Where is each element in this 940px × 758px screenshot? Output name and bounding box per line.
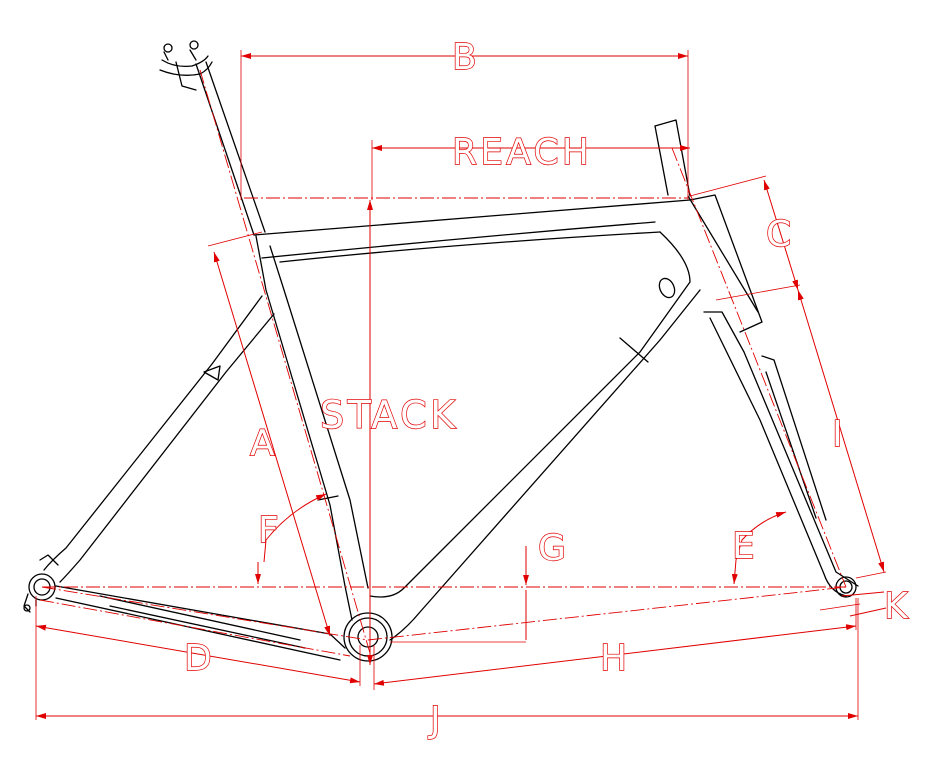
top-tube: [253, 199, 691, 263]
dimension-labels: B REACH STACK A C I F E G D H J K: [183, 36, 909, 741]
label-f: F: [258, 510, 280, 551]
label-j: J: [428, 700, 442, 741]
frame-outline: [23, 40, 859, 662]
label-reach: REACH: [452, 132, 590, 173]
label-b: B: [452, 37, 478, 78]
label-c: C: [766, 214, 792, 255]
label-i: I: [832, 414, 844, 455]
seat-stay: [43, 295, 275, 583]
center-lines: [39, 69, 847, 661]
label-h: H: [600, 638, 628, 679]
label-g: G: [538, 528, 567, 569]
label-k: K: [884, 586, 909, 627]
label-a: A: [250, 423, 276, 464]
head-tube: [654, 119, 763, 333]
dimensions: [35, 50, 887, 720]
label-stack: STACK: [320, 393, 456, 437]
rear-dropout: [23, 554, 59, 613]
seatpost: [159, 40, 266, 236]
label-d: D: [184, 638, 213, 679]
label-e: E: [732, 526, 756, 567]
